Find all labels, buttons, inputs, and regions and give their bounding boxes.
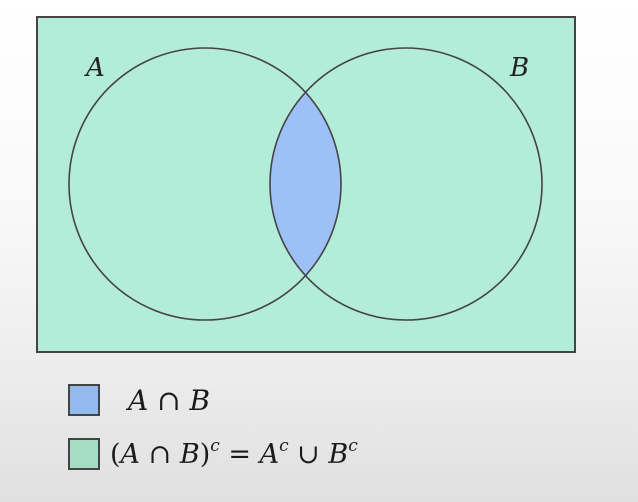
set-b-circle xyxy=(269,47,543,321)
legend-item-intersection: A ∩ B xyxy=(68,380,210,420)
legend-swatch-intersection xyxy=(68,384,100,416)
set-a-label: A xyxy=(84,53,105,83)
legend-swatch-complement xyxy=(68,438,100,470)
legend-item-complement: (A ∩ B)c = Ac ∪ Bc xyxy=(68,434,358,474)
legend-label-complement: (A ∩ B)c = Ac ∪ Bc xyxy=(110,435,358,470)
set-b-label: B xyxy=(509,53,529,83)
set-a-circle xyxy=(68,47,342,321)
venn-diagram: A B xyxy=(36,16,576,353)
legend-label-intersection: A ∩ B xyxy=(128,383,211,417)
